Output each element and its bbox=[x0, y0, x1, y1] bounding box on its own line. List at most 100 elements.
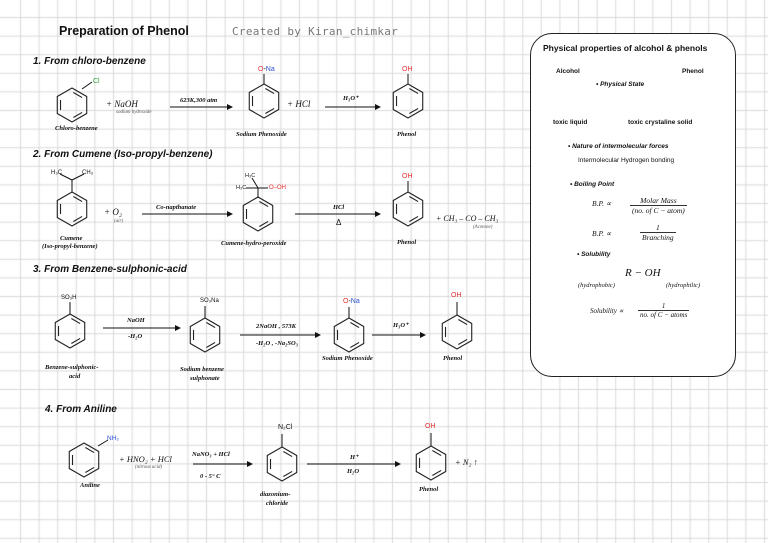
temperature-condition: 0 - 5° C bbox=[200, 473, 221, 480]
ring-aniline-double-bond bbox=[85, 447, 95, 454]
ring-aniline bbox=[68, 442, 100, 478]
water-condition: H₂O bbox=[347, 468, 360, 475]
phenol-state: toxic crystaline solid bbox=[628, 119, 693, 126]
page-title: Preparation of Phenol bbox=[59, 24, 189, 38]
ring-sulphonate-double-bond bbox=[206, 341, 216, 348]
phenol-header: Phenol bbox=[682, 68, 704, 75]
ring-diazonium-double-bond bbox=[283, 451, 293, 458]
diazonium-label: diazonium- bbox=[260, 491, 291, 498]
solubility-relation: Solubility ∝ bbox=[590, 307, 624, 315]
nitrogen-byproduct: + N₂ ↑ bbox=[455, 457, 478, 467]
phenol-label-4: Phenol bbox=[419, 486, 439, 493]
phenoxide-oxygen-3: O-Na bbox=[343, 298, 360, 305]
phenol-label-3: Phenol bbox=[443, 355, 463, 362]
cumene-hydroperoxide-label: Cumene-hydro-peroxide bbox=[221, 240, 287, 247]
so3h-group: SO₃H bbox=[61, 295, 77, 301]
ring-chlorobenzene-double-bond bbox=[73, 92, 83, 99]
ring-diazonium bbox=[266, 446, 298, 482]
chp-methyl-left: H₃C bbox=[236, 185, 247, 191]
naoh-reagent: + NaOH bbox=[106, 99, 138, 109]
naoh-condition: NaOH bbox=[127, 317, 145, 324]
solubility-item: • Solubility bbox=[577, 251, 611, 258]
bp-relation-1: B.P. ∝ bbox=[592, 199, 612, 208]
ring-phenoxide-1-double-bond bbox=[265, 107, 275, 114]
sodium-sulphonate-sublabel: sulphonate bbox=[190, 375, 220, 382]
cumene-condition: Co-napthanate bbox=[156, 204, 197, 211]
hcl-condition: HCl bbox=[333, 204, 345, 211]
phenol-oh-4: OH bbox=[425, 423, 436, 430]
ring-phenol-4-double-bond bbox=[432, 469, 442, 476]
bsa-sublabel: acid bbox=[69, 373, 81, 380]
chp-methyl-top: H₃C bbox=[245, 173, 256, 179]
acetone-byproduct: + CH₃ – CO – CH₃ bbox=[436, 214, 499, 223]
chlorobenzene-label: Chloro-benzene bbox=[55, 125, 98, 132]
ring-phenol-3-double-bond bbox=[458, 338, 468, 345]
credit-text: Created by Kiran_chimkar bbox=[232, 25, 399, 38]
phenol-oh-2: OH bbox=[402, 173, 413, 180]
n2cl-group: N₂Cl bbox=[278, 424, 293, 431]
hbond-text: Intermolecular Hydrogen bonding bbox=[578, 157, 675, 164]
section-heading-cumene: 2. From Cumene (Iso-propyl-benzene) bbox=[33, 149, 213, 160]
water-loss-1: -H₂O bbox=[128, 333, 143, 340]
chp-peroxide-group: O–OH bbox=[269, 185, 287, 191]
hcl-byproduct: + HCl bbox=[287, 99, 311, 109]
ring-phenol-4-double-bond bbox=[432, 450, 442, 457]
section-heading-chloro: 1. From chloro-benzene bbox=[33, 56, 146, 67]
nitrous-note: (nitrous acid) bbox=[135, 465, 163, 470]
ring-bsa-double-bond bbox=[71, 337, 81, 344]
acid-condition: H⁺ bbox=[350, 454, 359, 461]
ring-chp bbox=[242, 196, 274, 232]
ring-cumene-double-bond bbox=[73, 215, 83, 222]
cumene-label: Cumene bbox=[60, 235, 83, 242]
ring-chlorobenzene-double-bond bbox=[73, 111, 83, 118]
cumene-methyl-left: H₃C bbox=[51, 170, 63, 176]
aniline-label: Aniline bbox=[80, 482, 100, 489]
cumene-sublabel: (Iso-propyl-benzene) bbox=[42, 243, 98, 250]
heat-symbol: Δ bbox=[336, 218, 342, 227]
ring-phenoxide-3 bbox=[333, 317, 365, 353]
diazotisation-condition: NaNO₃ + HCl bbox=[192, 451, 230, 458]
phenol-oh-3: OH bbox=[451, 292, 462, 299]
ring-phenol-3 bbox=[441, 314, 473, 350]
ring-aniline-double-bond bbox=[85, 466, 95, 473]
ring-phenol-1-double-bond bbox=[409, 107, 419, 114]
nh2-group: NH₂ bbox=[107, 435, 119, 442]
so3na-group: SO₃Na bbox=[200, 298, 219, 304]
naoh-note: sodium hydroxide bbox=[116, 110, 152, 115]
ring-chp-double-bond bbox=[259, 201, 269, 208]
phenol-oh-1: OH bbox=[402, 66, 413, 73]
ring-bsa bbox=[54, 313, 86, 349]
physical-state-item: • Physical State bbox=[596, 81, 645, 88]
ring-phenol-2-double-bond bbox=[409, 196, 419, 203]
sodium-phenoxide-label-3: Sodium Phenoxide bbox=[322, 355, 373, 362]
fusion-byproducts: -H₂O , -Na₂SO₃ bbox=[256, 340, 299, 347]
phenoxide-oxygen-1: O-Na bbox=[258, 66, 275, 73]
ring-phenol-2-double-bond bbox=[409, 215, 419, 222]
ring-cumene-double-bond bbox=[73, 196, 83, 203]
ring-phenol-4 bbox=[415, 445, 447, 481]
hydrophilic-label: (hydrophilic) bbox=[666, 282, 701, 289]
ring-phenol-3-double-bond bbox=[458, 319, 468, 326]
acetone-note: (Acetone) bbox=[473, 225, 493, 230]
fusion-condition: 2NaOH , 573K bbox=[256, 323, 296, 330]
section-heading-aniline: 4. From Aniline bbox=[45, 404, 117, 415]
ring-phenoxide-3-double-bond bbox=[350, 322, 360, 329]
sulphonic-step3-condition: H₃O⁺ bbox=[393, 322, 409, 329]
ring-diazonium-double-bond bbox=[283, 470, 293, 477]
ring-chp-double-bond bbox=[259, 220, 269, 227]
alcohol-state: toxic liquid bbox=[553, 119, 588, 126]
properties-title: Physical properties of alcohol & phenols bbox=[543, 43, 708, 53]
sodium-phenoxide-label-1: Sodium Phenoxide bbox=[236, 131, 287, 138]
hydrophobic-label: (hydrophobic) bbox=[578, 282, 615, 289]
ring-phenoxide-1-double-bond bbox=[265, 88, 275, 95]
ring-chlorobenzene bbox=[56, 87, 88, 123]
chloro-condition: 623K,300 atm bbox=[180, 97, 218, 104]
diazonium-sublabel: chloride bbox=[266, 500, 289, 507]
alcohol-header: Alcohol bbox=[556, 68, 580, 75]
ring-phenoxide-3-double-bond bbox=[350, 341, 360, 348]
air-note: (air) bbox=[114, 219, 124, 224]
ring-sulphonate-double-bond bbox=[206, 322, 216, 329]
ring-phenoxide-1 bbox=[248, 83, 280, 119]
phenol-label-1: Phenol bbox=[397, 131, 417, 138]
